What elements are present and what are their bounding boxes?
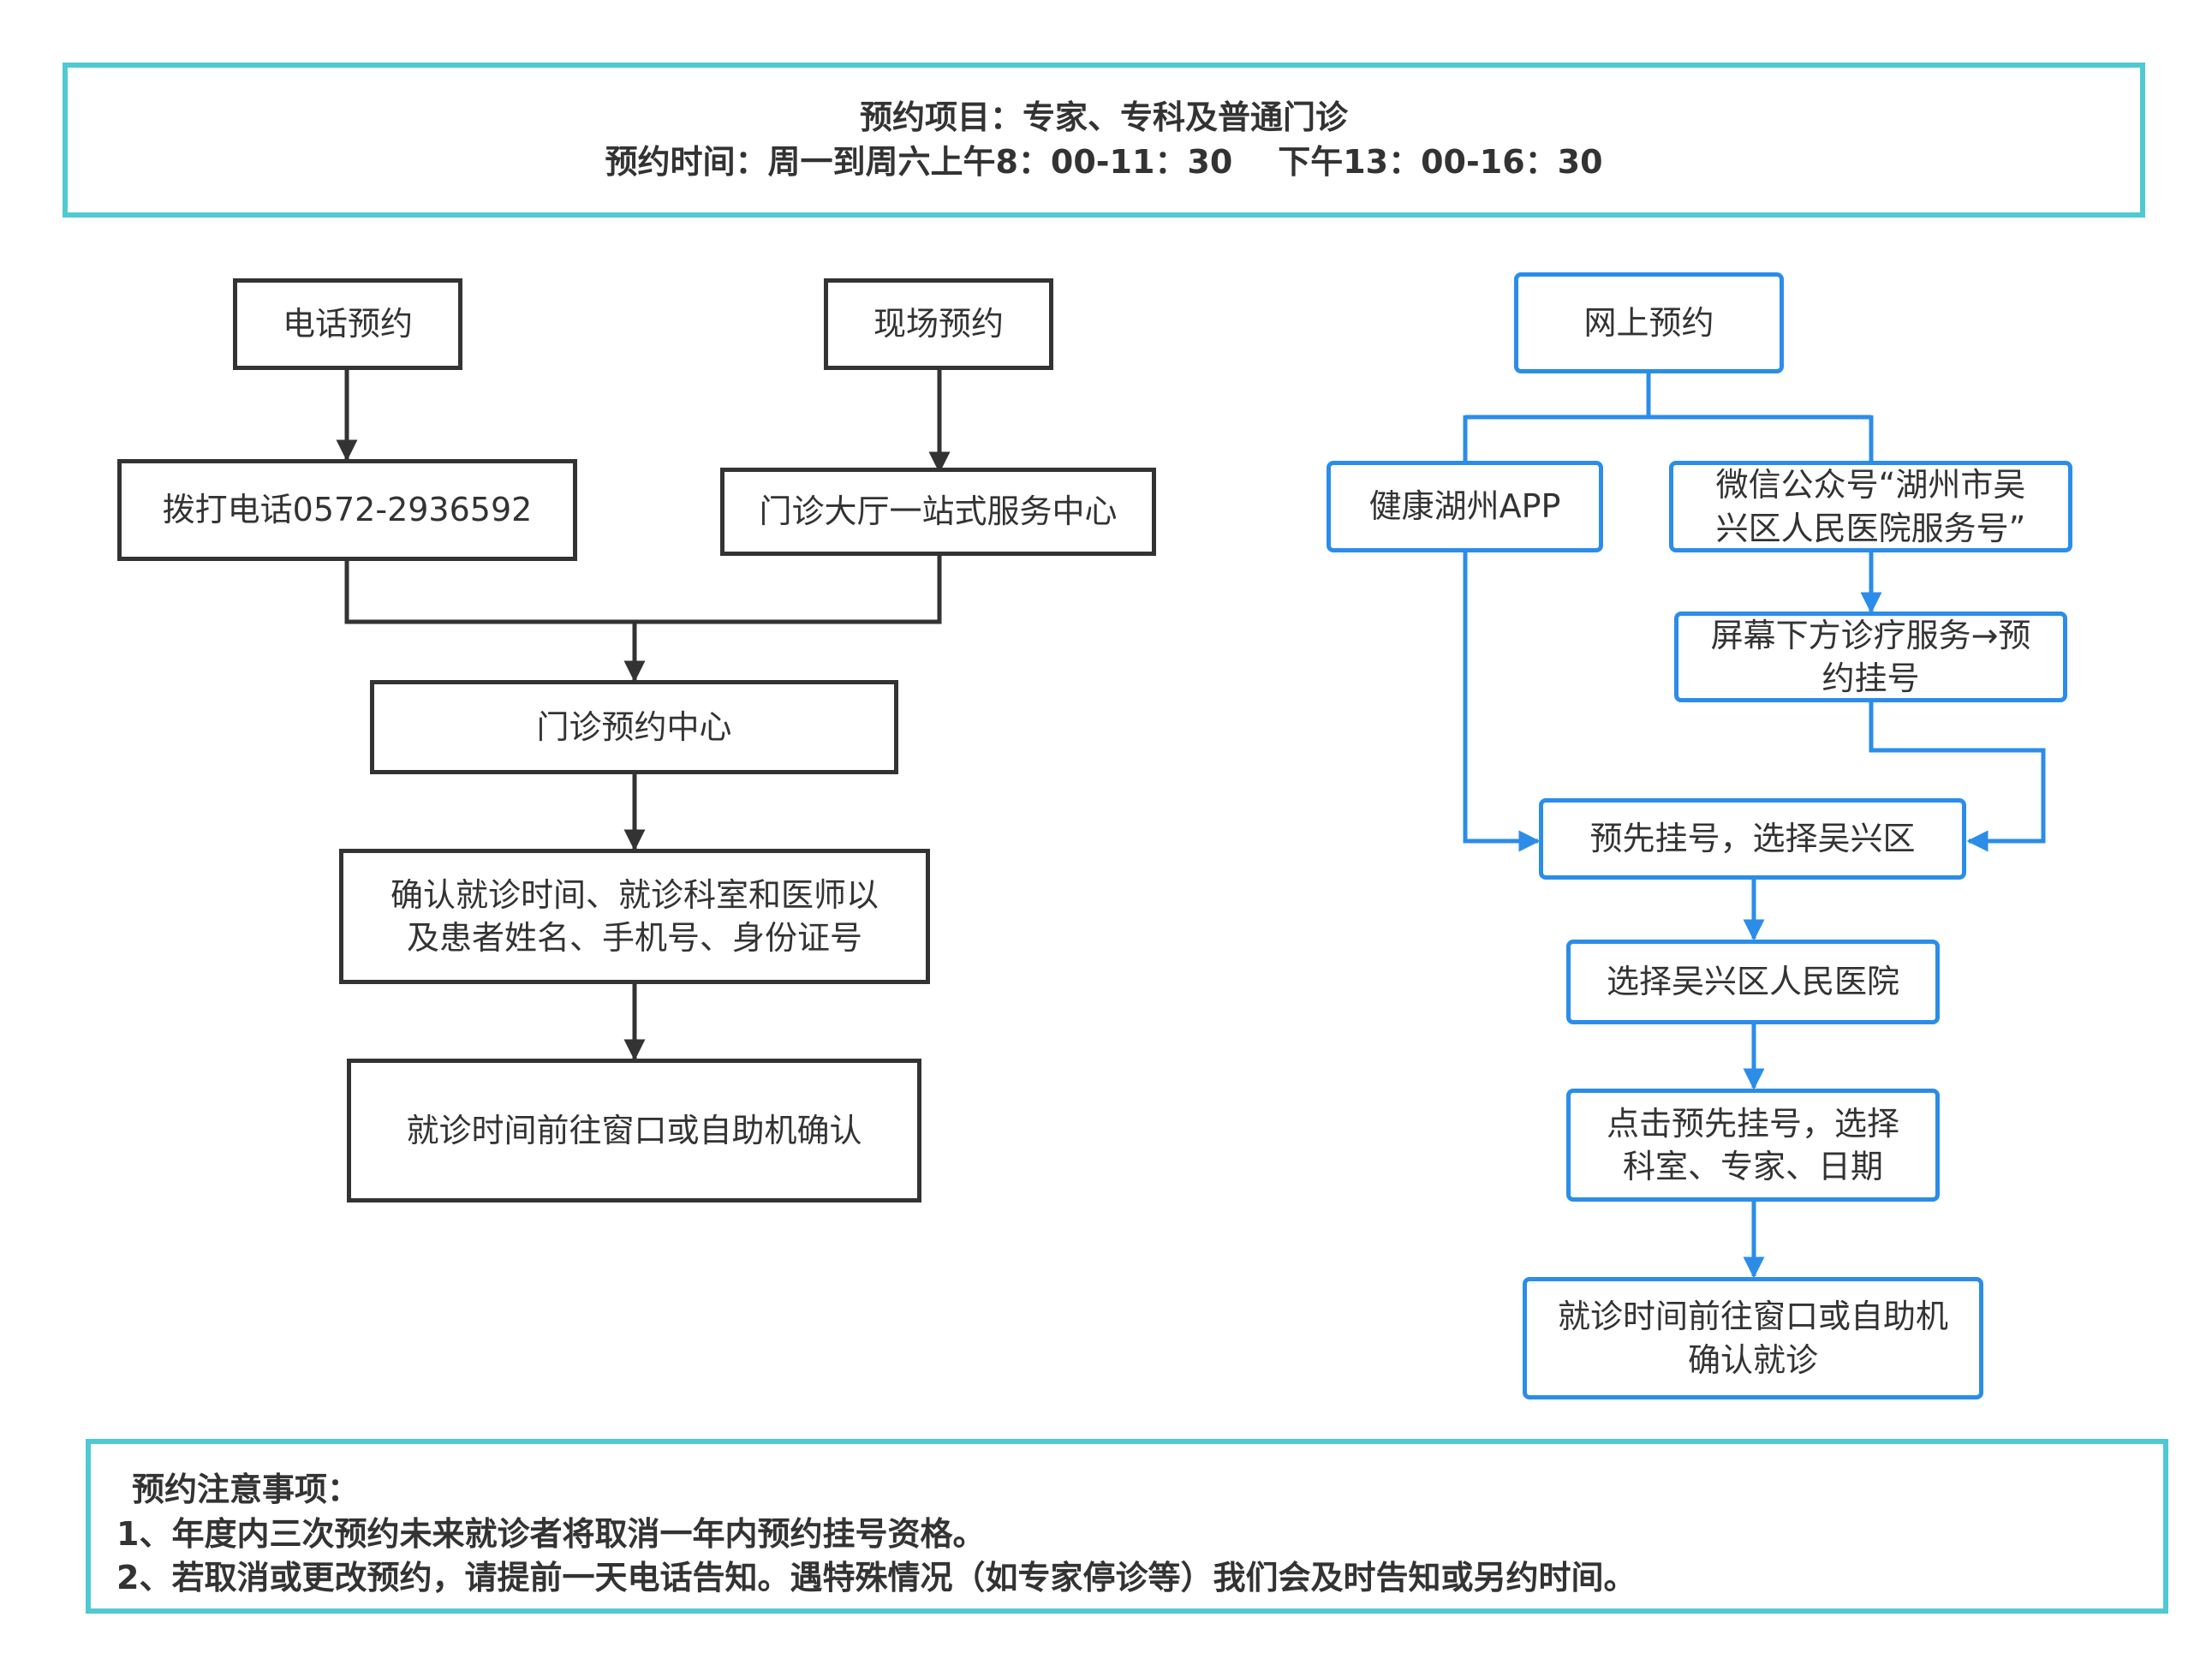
booking-items: 预约项目：专家、专科及普通门诊 [859, 98, 1348, 136]
notes-banner: 预约注意事项： 1、年度内三次预约未来就诊者将取消一年内预约挂号资格。 2、若取… [86, 1439, 2168, 1614]
booking-center-box: 门诊预约中心 [370, 680, 898, 774]
line-dial-to-merge [344, 561, 635, 624]
notes-title: 预约注意事项： [132, 1471, 361, 1508]
booking-hours: 预约时间：周一到周六上午8：00-11：30 下午13：00-16：30 [605, 142, 1603, 181]
phone-booking-box: 电话预约 [233, 278, 462, 370]
notes-item-2: 2、若取消或更改预约，请提前一天电话告知。遇特殊情况（如专家停诊等）我们会及时告… [116, 1559, 1637, 1597]
wechat-account-box: 微信公众号“湖州市吴 兴区人民医院服务号” [1669, 461, 2072, 552]
online-visit-confirm-box: 就诊时间前往窗口或自助机 确认就诊 [1523, 1277, 1983, 1399]
visit-confirm-box: 就诊时间前往窗口或自助机确认 [347, 1059, 921, 1202]
arrow-app-to-pre-register [1463, 552, 1541, 852]
screen-menu-box: 屏幕下方诊疗服务→预 约挂号 [1674, 612, 2067, 702]
one-stop-center-box: 门诊大厅一站式服务中心 [720, 468, 1156, 556]
online-booking-box: 网上预约 [1514, 272, 1784, 373]
line-center-to-merge [635, 556, 942, 624]
pre-register-box: 预先挂号，选择吴兴区 [1539, 798, 1966, 880]
dial-phone-box: 拨打电话0572-2936592 [117, 459, 577, 561]
select-dept-box: 点击预先挂号，选择 科室、专家、日期 [1566, 1089, 1940, 1202]
confirm-info-box: 确认就诊时间、就诊科室和医师以 及患者姓名、手机号、身份证号 [339, 849, 930, 984]
onsite-booking-box: 现场预约 [824, 278, 1053, 370]
notes-item-1: 1、年度内三次预约未来就诊者将取消一年内预约挂号资格。 [116, 1514, 986, 1553]
arrow-menu-to-pre-register [1869, 702, 2046, 852]
health-app-box: 健康湖州APP [1327, 461, 1603, 552]
select-hospital-box: 选择吴兴区人民医院 [1566, 940, 1940, 1024]
header-banner: 预约项目：专家、专科及普通门诊 预约时间：周一到周六上午8：00-11：30 下… [63, 63, 2145, 218]
